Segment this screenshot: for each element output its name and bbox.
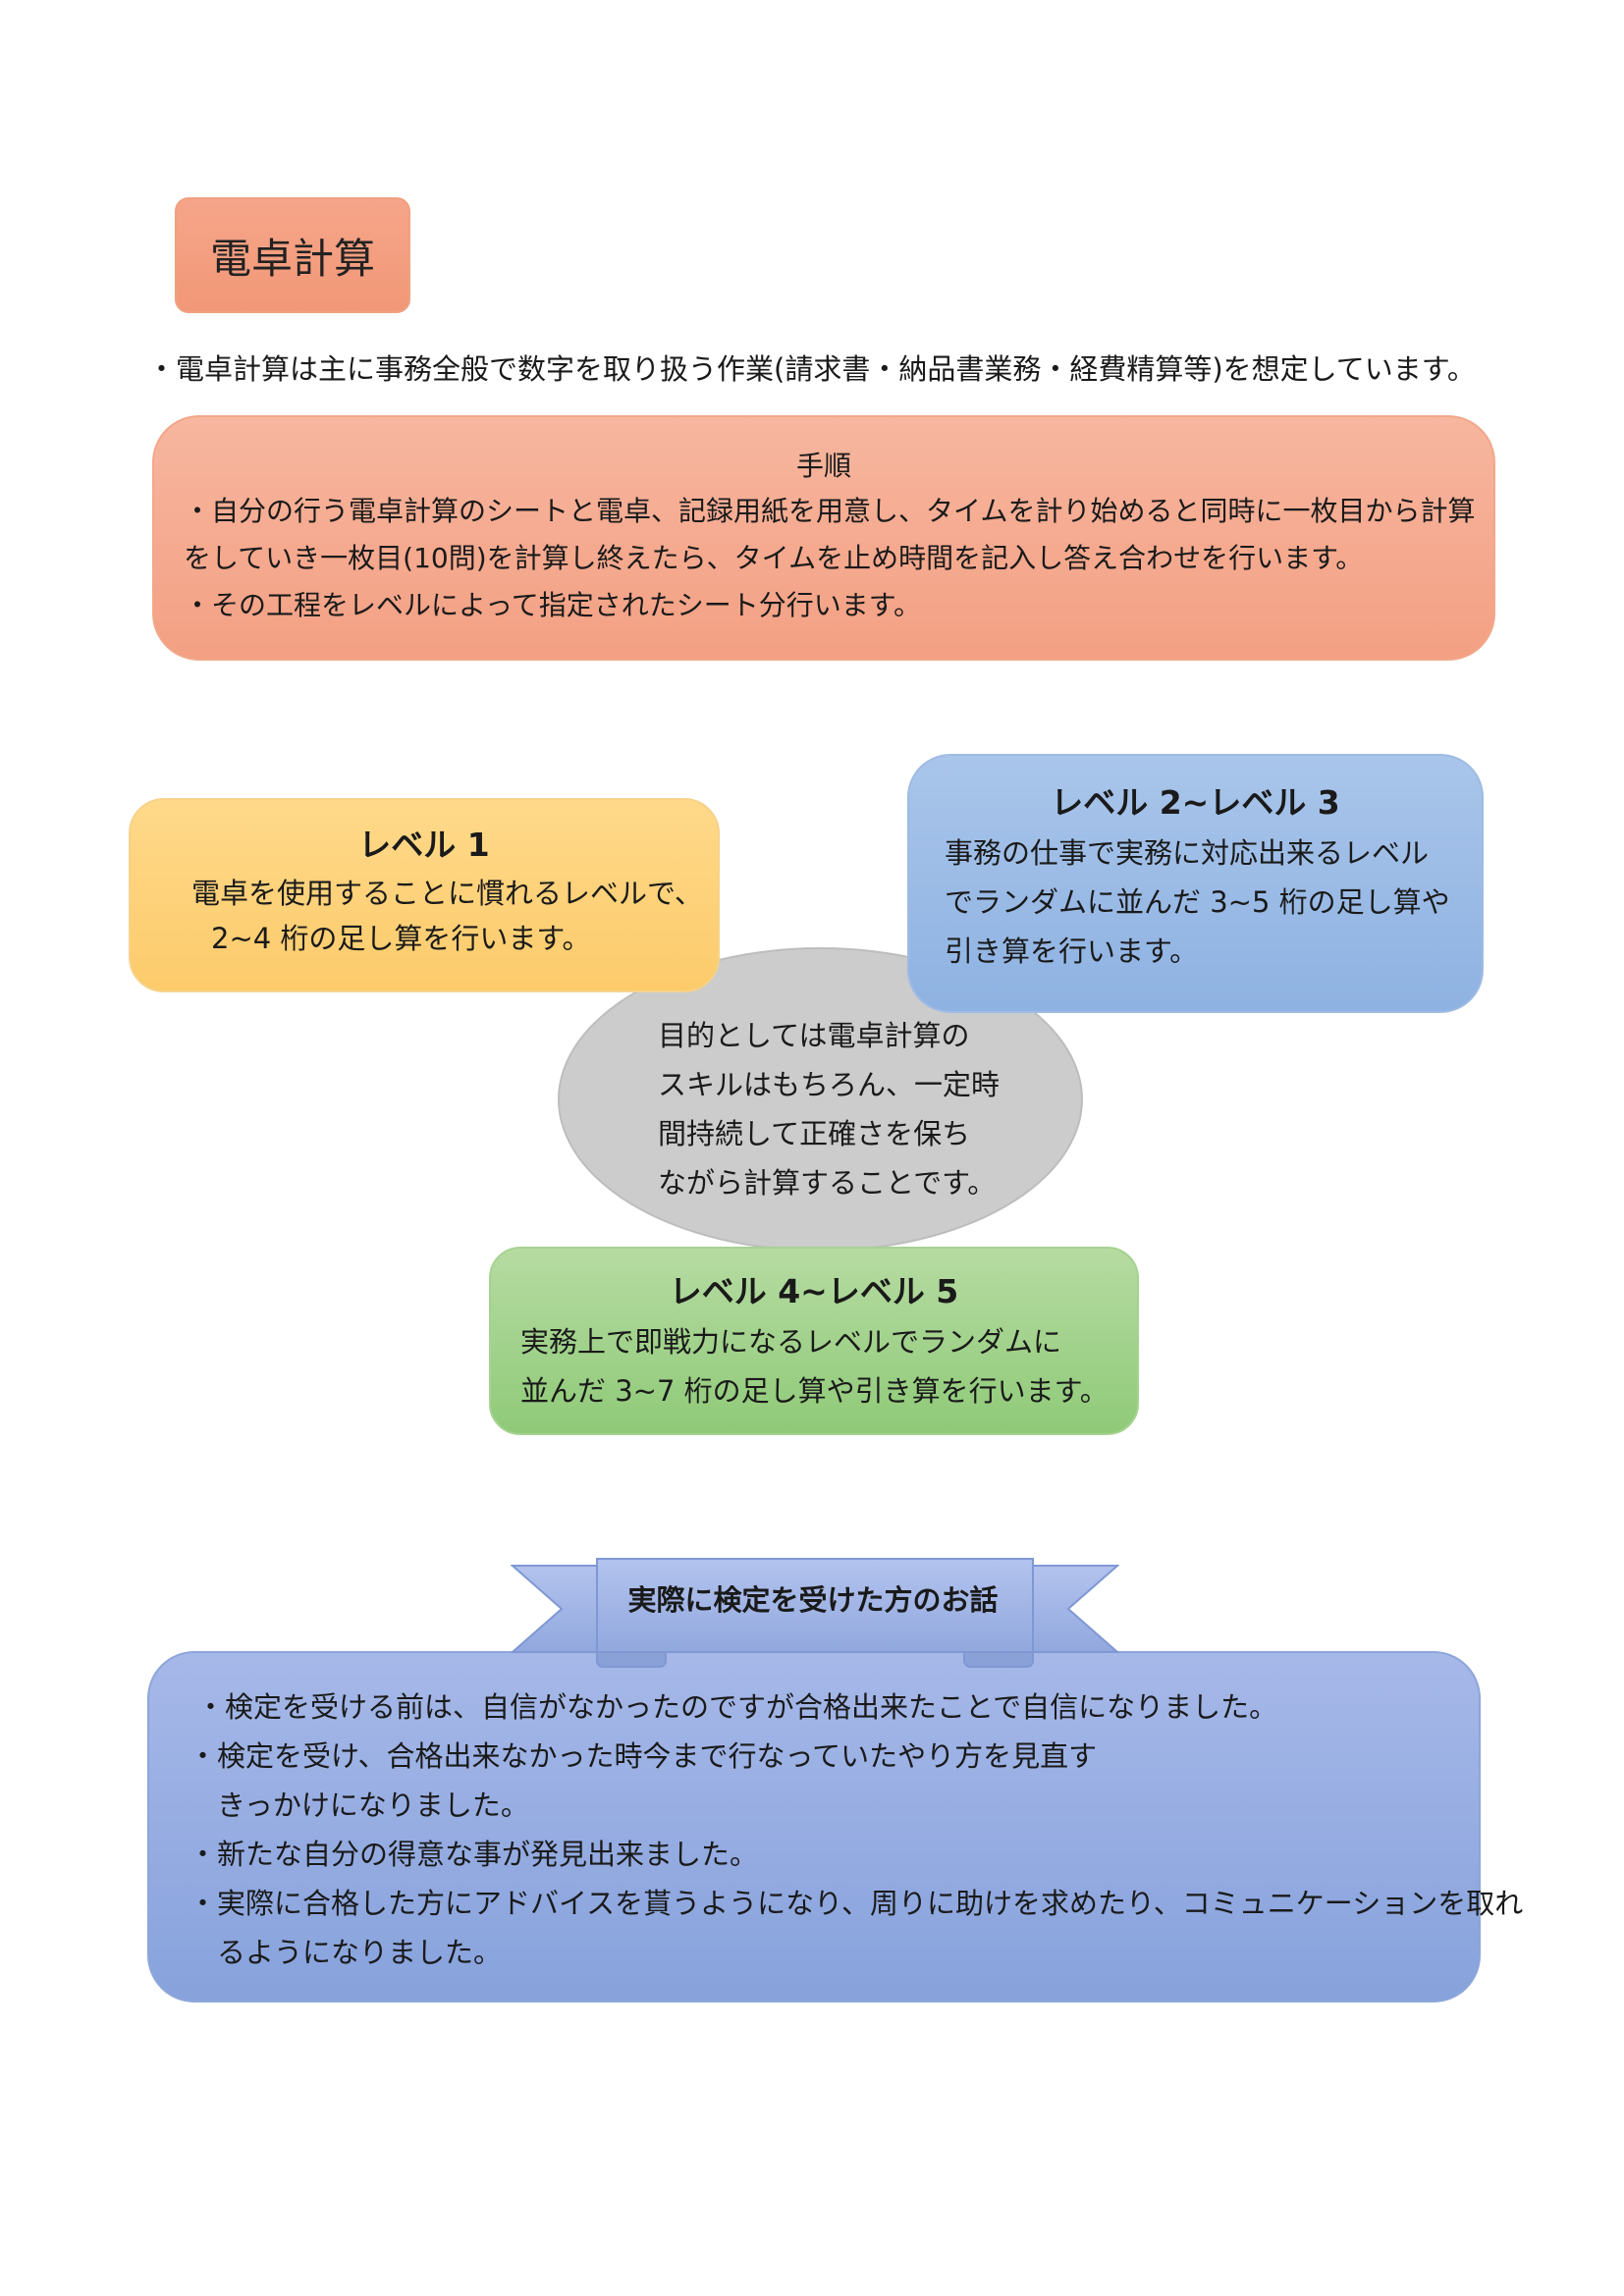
purpose-line: 目的としては電卓計算の (658, 1019, 970, 1052)
level1-box: レベル 1 電卓を使用することに慣れるレベルで、 2~4 桁の足し算を行います。 (129, 798, 720, 992)
level2-3-title: レベル 2~レベル 3 (1051, 783, 1340, 822)
testimonial-line: ・新たな自分の得意な事が発見出来ました。 (189, 1838, 759, 1871)
purpose-line: ながら計算することです。 (658, 1166, 997, 1200)
testimonial-line: ・検定を受ける前は、自信がなかったのですが合格出来たことで自信になりました。 (196, 1690, 1278, 1724)
ribbon-center (596, 1558, 1034, 1653)
procedure-line: ・自分の行う電卓計算のシートと電卓、記録用紙を用意し、タイムを計り始めると同時に… (184, 495, 1476, 527)
testimonial-line: きっかけになりました。 (189, 1789, 529, 1822)
level2-3-line: 事務の仕事で実務に対応出来るレベル (945, 836, 1430, 870)
procedure-heading: 手順 (795, 450, 851, 482)
ribbon-right-tail (1032, 1565, 1119, 1653)
purpose-line: スキルはもちろん、一定時 (658, 1068, 1001, 1101)
purpose-line: 間持続して正確さを保ち (658, 1117, 971, 1150)
level4-5-line: 並んだ 3~7 桁の足し算や引き算を行います。 (520, 1374, 1109, 1408)
level2-3-box: レベル 2~レベル 3 事務の仕事で実務に対応出来るレベル でランダムに並んだ … (907, 754, 1484, 1013)
procedure-line: ・その工程をレベルによって指定されたシート分行います。 (184, 589, 921, 621)
procedure-box: 手順 ・自分の行う電卓計算のシートと電卓、記録用紙を用意し、タイムを計り始めると… (152, 415, 1495, 661)
ribbon-label: 実際に検定を受けた方のお話 (627, 1583, 999, 1617)
page-title: 電卓計算 (175, 197, 410, 313)
procedure-line: をしていき一枚目(10問)を計算し終えたら、タイムを止め時間を記入し答え合わせを… (184, 542, 1364, 574)
testimonial-line: るようになりました。 (189, 1936, 503, 1969)
level2-3-line: 引き算を行います。 (945, 934, 1199, 968)
level4-5-title: レベル 4~レベル 5 (669, 1272, 959, 1310)
ribbon-banner (511, 1558, 1119, 1668)
level4-5-line: 実務上で即戦力になるレベルでランダムに (520, 1325, 1062, 1359)
intro-text: ・電卓計算は主に事務全般で数字を取り扱う作業(請求書・納品書業務・経費精算等)を… (147, 352, 1476, 386)
ribbon-left-tail (511, 1565, 598, 1653)
testimonials-box: ・検定を受ける前は、自信がなかったのですが合格出来たことで自信になりました。 ・… (147, 1651, 1524, 2002)
level1-line: 電卓を使用することに慣れるレベルで、 (191, 877, 703, 910)
level1-line: 2~4 桁の足し算を行います。 (211, 922, 591, 955)
testimonial-line: ・検定を受け、合格出来なかった時今まで行なっていたやり方を見直す (189, 1739, 1098, 1773)
level1-title: レベル 1 (358, 826, 490, 864)
testimonial-line: ・実際に合格した方にアドバイスを貰うようになり、周りに助けを求めたり、コミュニケ… (189, 1887, 1524, 1920)
level2-3-line: でランダムに並んだ 3~5 桁の足し算や (945, 885, 1450, 919)
level4-5-box: レベル 4~レベル 5 実務上で即戦力になるレベルでランダムに 並んだ 3~7 … (489, 1247, 1139, 1435)
